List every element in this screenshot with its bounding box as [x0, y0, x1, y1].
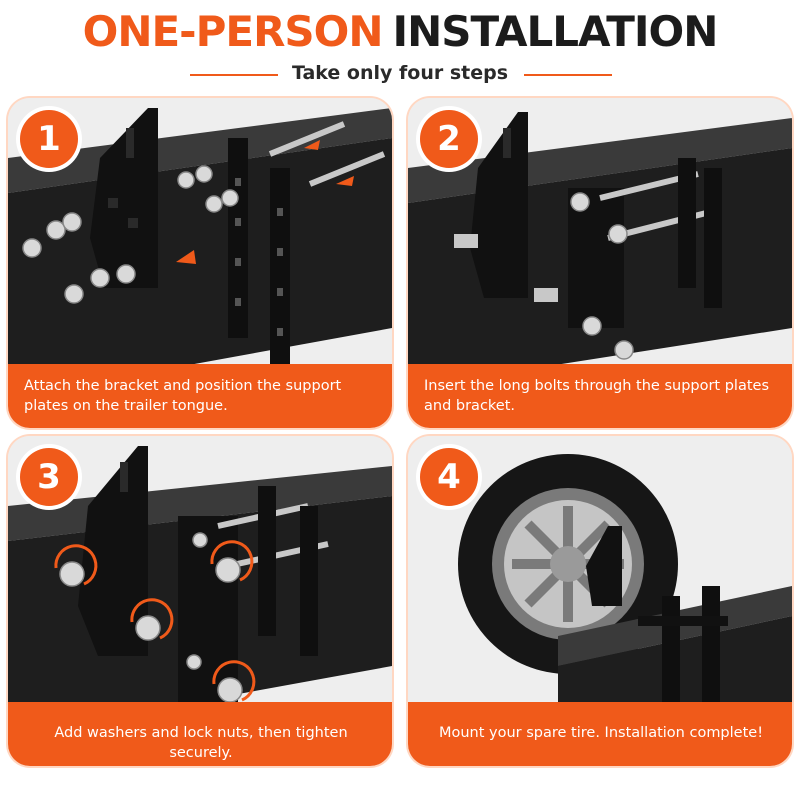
step-2-badge: 2 — [420, 110, 478, 168]
step-1-caption: Attach the bracket and position the supp… — [8, 364, 392, 428]
step-2-caption: Insert the long bolts through the suppor… — [408, 364, 792, 428]
step-4-caption: Mount your spare tire. Installation comp… — [408, 702, 792, 766]
step-3-caption: Add washers and lock nuts, then tighten … — [8, 702, 392, 766]
subtitle-rule-right — [524, 74, 612, 76]
step-1-badge: 1 — [20, 110, 78, 168]
title-part-2: INSTALLATION — [392, 7, 719, 56]
step-3-badge: 3 — [20, 448, 78, 506]
step-1-panel: 1 Attach the bracket and position the su… — [8, 98, 392, 428]
step-2-panel: 2 Insert the long bolts through the supp… — [408, 98, 792, 428]
subtitle-rule-left — [190, 74, 278, 76]
step-4-panel: 4 Mount your spare tire. Installation co… — [408, 436, 792, 766]
step-4-badge: 4 — [420, 448, 478, 506]
step-3-panel: 3 Add washers and lock nuts, then tighte… — [8, 436, 392, 766]
title-part-1: ONE-PERSON — [82, 7, 384, 56]
page-subtitle: Take only four steps — [291, 62, 509, 84]
